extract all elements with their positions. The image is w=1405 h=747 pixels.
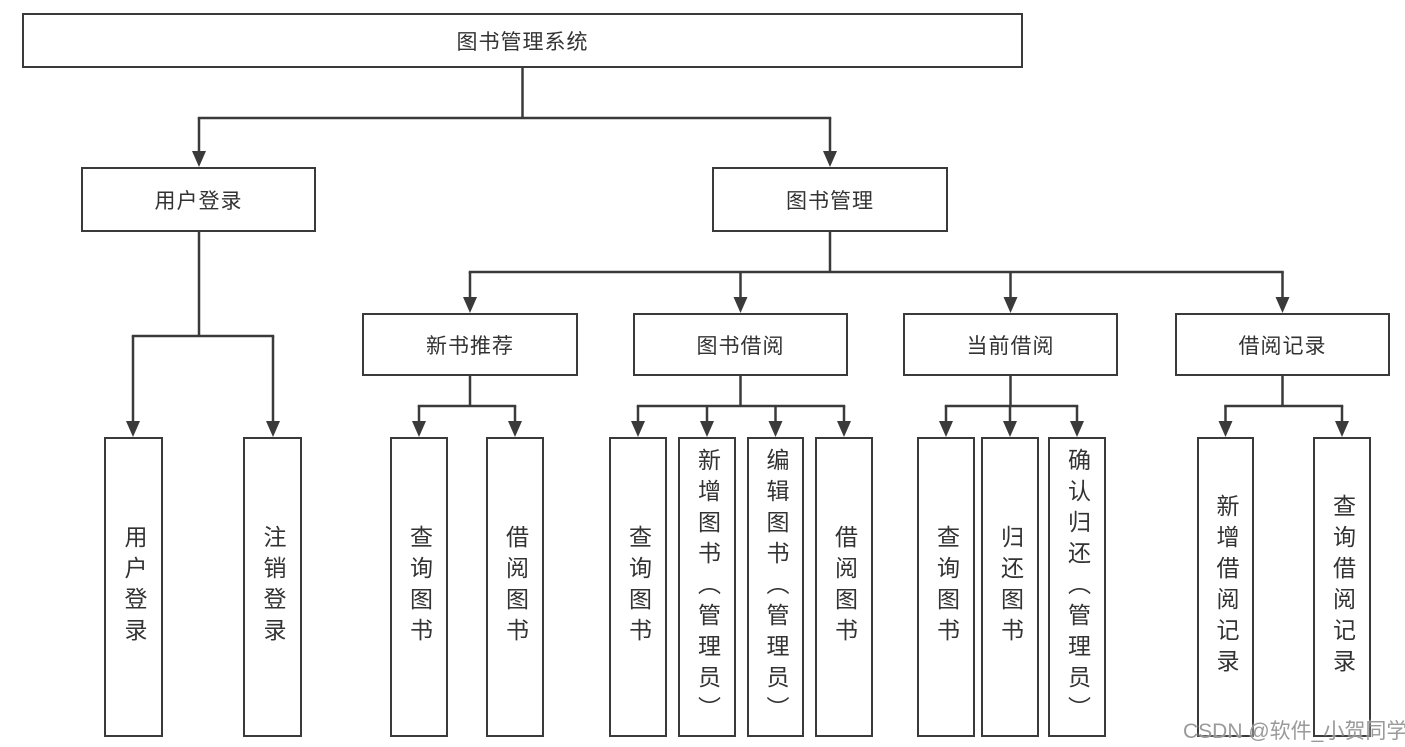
csdn-watermark: CSDN @软件_小贺同学 bbox=[1183, 720, 1405, 743]
leaf-current-query-books: 查询图书 bbox=[917, 437, 975, 737]
leaf-logout-label: 注销登录 bbox=[260, 525, 286, 649]
leaf-recommend-query-books: 查询图书 bbox=[390, 437, 448, 737]
leaf-records-query-borrow-record-label: 查询借阅记录 bbox=[1329, 494, 1356, 680]
arrowheads bbox=[126, 151, 1349, 437]
leaf-borrow-edit-books-admin-label: 编辑图书（管理员） bbox=[763, 447, 789, 727]
leaf-current-confirm-return-admin: 确认归还（管理员） bbox=[1048, 437, 1106, 737]
node-book-borrow-label: 图书借阅 bbox=[696, 334, 785, 358]
node-book-management: 图书管理 bbox=[712, 167, 948, 232]
leaf-records-add-borrow-record-label: 新增借阅记录 bbox=[1213, 494, 1239, 680]
node-current-borrow-label: 当前借阅 bbox=[966, 334, 1055, 358]
leaf-current-query-books-label: 查询图书 bbox=[933, 525, 960, 649]
leaf-recommend-borrow-books: 借阅图书 bbox=[486, 437, 544, 737]
leaf-records-query-borrow-record: 查询借阅记录 bbox=[1313, 437, 1371, 737]
node-book-management-label: 图书管理 bbox=[786, 189, 874, 213]
node-root-label: 图书管理系统 bbox=[456, 30, 589, 54]
node-user-login-label: 用户登录 bbox=[154, 189, 243, 213]
leaf-borrow-borrow-books-label: 借阅图书 bbox=[831, 525, 858, 649]
leaf-current-confirm-return-admin-label: 确认归还（管理员） bbox=[1064, 447, 1091, 727]
leaf-logout: 注销登录 bbox=[243, 437, 302, 737]
node-user-login: 用户登录 bbox=[81, 167, 316, 232]
node-new-book-recommend: 新书推荐 bbox=[362, 313, 578, 376]
leaf-current-return-books: 归还图书 bbox=[981, 437, 1039, 737]
leaf-borrow-add-books-admin: 新增图书（管理员） bbox=[678, 437, 736, 737]
node-root: 图书管理系统 bbox=[22, 13, 1023, 68]
leaf-records-add-borrow-record: 新增借阅记录 bbox=[1197, 437, 1254, 737]
leaf-user-login: 用户登录 bbox=[104, 437, 163, 737]
leaf-recommend-query-books-label: 查询图书 bbox=[406, 525, 433, 649]
leaf-borrow-borrow-books: 借阅图书 bbox=[815, 437, 873, 737]
node-book-borrow: 图书借阅 bbox=[633, 313, 848, 376]
node-new-book-recommend-label: 新书推荐 bbox=[426, 334, 514, 358]
node-borrow-records: 借阅记录 bbox=[1175, 313, 1390, 376]
node-current-borrow: 当前借阅 bbox=[903, 313, 1118, 376]
leaf-borrow-query-books: 查询图书 bbox=[609, 437, 667, 737]
leaf-user-login-label: 用户登录 bbox=[121, 525, 147, 649]
leaf-current-return-books-label: 归还图书 bbox=[997, 525, 1024, 649]
leaf-borrow-add-books-admin-label: 新增图书（管理员） bbox=[694, 447, 721, 727]
node-borrow-records-label: 借阅记录 bbox=[1238, 334, 1327, 358]
leaf-borrow-edit-books-admin: 编辑图书（管理员） bbox=[747, 437, 804, 737]
leaf-recommend-borrow-books-label: 借阅图书 bbox=[502, 525, 529, 649]
leaf-borrow-query-books-label: 查询图书 bbox=[625, 525, 652, 649]
